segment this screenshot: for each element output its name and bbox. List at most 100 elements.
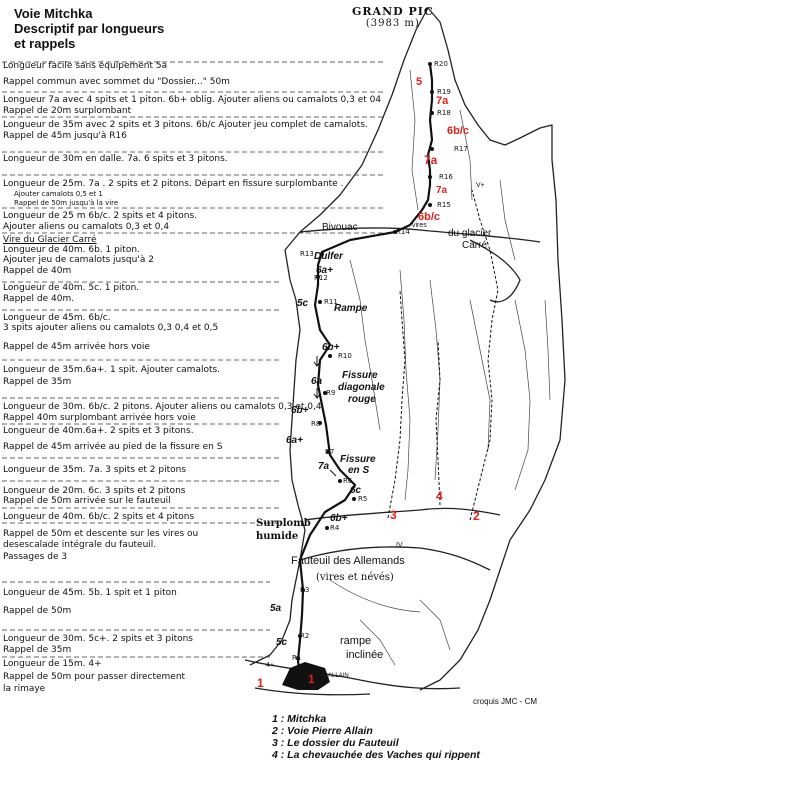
summit-label: GRAND PIC (3983 m) [352,6,434,30]
relay-label: R15 [437,201,451,209]
grade-label: 7a [424,153,438,167]
surplomb-1: Surplomb [256,518,311,529]
credit-label: croquis JMC - CM [473,697,538,706]
grade-label: 7a [436,185,448,196]
bivouac-label: Bivouac [322,222,358,233]
pitch-text: Longueur de 40m.6a+. 2 spits et 3 pitons… [3,426,194,436]
grade-label: 5c [276,637,288,648]
relay-label: R3 [300,586,310,594]
pitch-text: Vire du Glacier Carré [3,235,97,245]
pitch-text: desescalade intégrale du fauteuil. [3,540,157,550]
grade-label: 5a [270,603,282,614]
pitch-text: Rappel de 50m arrivée sur le fauteuil [3,496,171,506]
pitch-text: Ajouter camalots 0,5 et 1 [14,190,103,198]
title-line-3: et rappels [14,36,76,51]
grade-label: 6b/c [447,125,470,137]
pitch-text: Longueur de 30m. 5c+. 2 spits et 3 piton… [3,634,193,644]
relay-label: R13 [300,250,314,258]
summit-name: GRAND PIC [352,5,434,18]
pitch-text: Longueur de 35m avec 2 spits et 3 pitons… [3,120,368,130]
relay-label: R1 [292,654,302,662]
pitch-text: Rappel de 50m pour passer directement [3,672,186,682]
route-iv-label: IV [396,542,403,549]
pitch-text: Longueur de 30m en dalle. 7a. 6 spits et… [3,154,228,164]
vires-label: vires [412,222,427,229]
grade-label: 6b+ [291,405,309,416]
grade-label: 6b+ [322,342,340,353]
pitch-text: Longueur de 40m. 5c. 1 piton. [3,283,140,293]
pitch-text: Longueur de 45m. 6b/c. [3,313,111,323]
grade-label: 7a [436,95,449,107]
relay-label: R16 [439,173,453,181]
route-number: 1 [308,672,315,686]
title-line-2: Descriptif par longueurs [14,21,165,36]
pitch-text: Longueur de 35m. 7a. 3 spits et 2 pitons [3,465,187,475]
route-number: 3 [390,508,397,522]
legend-item: 4 : La chevauchée des Vaches qui rippent [272,749,480,761]
pitch-text: Rappel commun avec sommet du "Dossier...… [3,77,230,87]
route-number: 4 [436,489,443,503]
mountain-outline [244,7,566,696]
relay-label: R20 [434,60,448,68]
grade-label: 4+ [266,662,274,669]
route-v-label: V+ [476,182,485,189]
grade-label: 6a [311,376,323,387]
pitch-text: 3 spits ajouter aliens ou camalots 0,3 0… [3,323,219,333]
surplomb-2: humide [256,531,299,542]
rampe-label: Rampe [334,303,368,314]
relay-points [296,62,434,660]
relay-label: R17 [454,145,468,153]
pitch-text: Ajouter aliens ou camalots 0,3 et 0,4 [3,222,170,232]
pitch-text: Rappel de 40m [3,266,72,276]
relay-label: R9 [326,389,336,397]
grade-label: 5 [416,76,423,88]
grade-label: 7a [318,461,330,472]
mitchka-route-line [296,63,434,681]
relay-label: R8 [311,420,321,428]
relay-label: R19 [437,88,451,96]
pitch-text: Longueur de 45m. 5b. 1 spit et 1 piton [3,588,177,598]
relay-label: R14 [396,228,410,236]
summit-altitude: (3983 m) [365,18,420,29]
route-number: 1 [257,676,264,690]
relay-label: R5 [358,495,368,503]
legend-item: 2 : Voie Pierre Allain [272,725,373,737]
fissure-diag-2: diagonale [338,382,385,393]
belay-arrows [313,356,337,477]
pitch-text: Longueur facile sans équipement 5a [3,61,168,71]
title-line-1: Voie Mitchka [14,6,93,21]
allain-label: ALLAIN [328,673,349,679]
pitch-text: Rappel de 50m jusqu'à la vire [14,199,119,207]
pitch-text: Rappel de 45m jusqu'à R16 [3,131,127,141]
pitch-text: Ajouter jeu de camalots jusqu'à 2 [3,255,154,265]
dulfer-label: Dulfer [314,251,343,262]
pitch-text: Longueur 7a avec 4 spits et 1 piton. 6b+… [3,95,382,105]
pitch-text: Rappel 40m surplombant arrivée hors voie [3,413,196,423]
glacier-label-1: du glacier [448,228,492,239]
pitch-text: Rappel de 35m [3,377,72,387]
pitch-text: Longueur de 40m. 6b. 1 piton. [3,245,140,255]
rampe-inclinee-2: inclinée [346,649,384,661]
relay-label: R7 [325,448,335,456]
route-number: 2 [473,509,480,523]
pitch-text: Longueur de 25m. 7a . 2 spits et 2 piton… [3,179,344,189]
base-boulder [282,662,330,690]
relay-label: R18 [437,109,451,117]
relay-label: R4 [330,524,340,532]
pitch-text: la rimaye [3,684,46,694]
relay-label: R11 [324,298,338,306]
fauteuil-label: Fauteuil des Allemands [291,555,405,567]
pitch-text: Rappel de 45m arrivée hors voie [3,342,150,352]
pitch-text: Rappel de 50m et descente sur les vires … [3,529,199,539]
diagram-title: Voie Mitchka Descriptif par longueurs et… [14,6,164,51]
legend-item: 1 : Mitchka [272,713,327,725]
pitch-text: Longueur de 15m. 4+ [3,659,102,669]
other-routes [387,189,499,521]
pitch-text: Longueur de 35m.6a+. 1 spit. Ajouter cam… [3,365,221,375]
pitch-text: Rappel de 50m [3,606,72,616]
route-legend: 1 : Mitchka 2 : Voie Pierre Allain 3 : L… [272,713,480,761]
fissure-s-2: en S [348,465,370,476]
grade-label: 6b+ [330,513,348,524]
